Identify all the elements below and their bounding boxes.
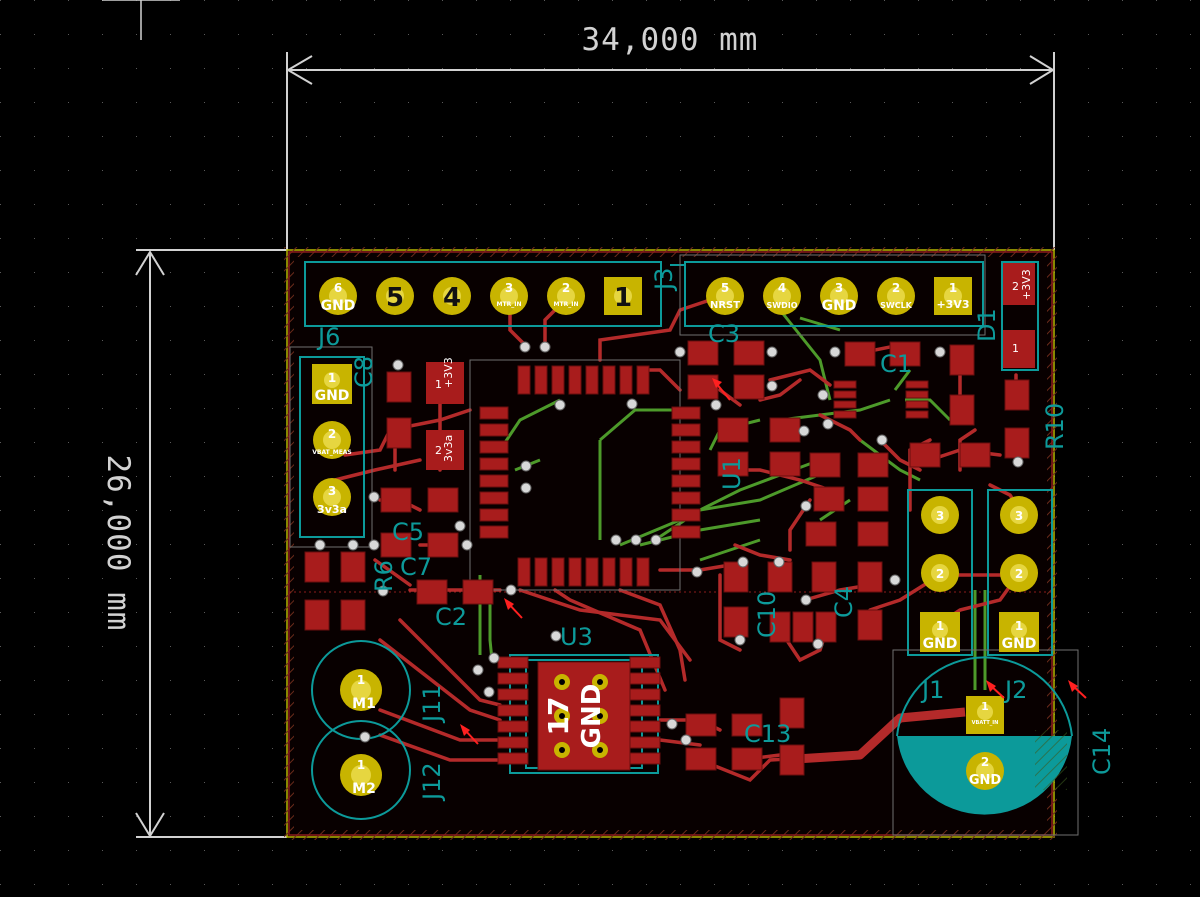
dimension-width-label: 34,000 mm [582,22,759,58]
j1-pad1-num: 1 [936,619,944,633]
dimension-width[interactable] [286,52,1055,250]
courtyard-outlines [289,254,1079,836]
j2-header[interactable]: 3 2 1 GND [999,496,1039,652]
ref-c13: C13 [744,720,791,748]
j6-pad6-num: 6 [334,281,342,295]
ref-c4: C4 [830,586,858,618]
swd-pad2-net: SWCLK [880,301,913,310]
j6-pad6-net: GND [321,298,356,314]
u3-pad17-num: 17 [542,697,575,736]
ref-j1: J1 [920,676,944,704]
origin-crosshair-icon [102,0,180,40]
u3-pad17-net: GND [577,684,607,749]
ref-u1: U1 [718,457,746,490]
ref-c8: C8 [350,356,378,388]
ref-c1: C1 [880,350,912,378]
swd-pad3-num: 3 [835,281,843,295]
left-pad1-net: GND [315,388,350,404]
m2-pad-net: M2 [352,781,376,797]
ref-c5: C5 [392,518,424,546]
d1-pads[interactable]: 2 +3V3 1 [1003,263,1035,368]
left-header[interactable]: 1 GND 2 VBAT_MEAS 3 3v3a [312,364,352,516]
j6-pad2-net: MTR_IN [554,301,579,308]
ref-j3: J3 [650,268,678,292]
c14-pad1-net: VBATT_IN [972,720,999,726]
j1-pad2-num: 2 [936,567,944,581]
ref-c7: C7 [400,553,432,581]
j6-pad4-num: 4 [443,283,461,313]
j2-pad1-net: GND [1002,636,1037,652]
c8-pads[interactable]: 1 +3V3 2 3v3a [426,357,464,470]
ref-d1: D1 [973,308,1001,342]
j1-header[interactable]: 3 2 1 GND [920,496,960,652]
ref-c3: C3 [708,320,740,348]
c14-pad2-num: 2 [981,755,989,769]
j6-pad5-num: 5 [386,283,404,313]
u3-thermal-vias [554,674,608,758]
swd-pad3-net: GND [822,298,857,314]
ref-c14: C14 [1088,728,1116,775]
j2-pad3-num: 3 [1015,509,1023,523]
ref-r10: R10 [1041,403,1069,450]
vias [314,341,1024,746]
swd-pad5-num: 5 [721,281,729,295]
c14-pad1-num: 1 [981,700,989,713]
d1-pad2-net: +3V3 [1020,269,1033,300]
j6-pad2-num: 2 [562,281,570,295]
smd-pads [304,340,1030,776]
d1-pad1-num: 1 [1012,342,1019,355]
dimension-height-label: 26,000 mm [100,455,136,632]
left-pad3-num: 3 [328,484,336,498]
swd-pad4-num: 4 [778,281,786,295]
left-pad3-net: 3v3a [317,503,347,516]
d1-pad2-num: 2 [1012,280,1019,293]
j1-pad3-num: 3 [936,509,944,523]
m1-pad-num: 1 [357,673,365,687]
left-pad2-num: 2 [328,427,336,441]
ref-j6: J6 [316,323,340,351]
dimension-height[interactable] [135,249,287,838]
ref-j11: J11 [418,684,446,724]
swd-pad1-net: +3V3 [936,298,969,311]
motor-pads[interactable]: 1 M1 1 M2 [340,669,382,797]
swd-pad4-net: SWDIO [766,301,797,310]
j6-header[interactable]: 6 GND 5 4 3 MTR_IN 2 MTR_IN 1 [319,277,642,315]
ref-j12: J12 [418,762,446,802]
m1-pad-net: M1 [352,696,376,712]
c8-pad1-num: 1 [435,378,442,391]
swd-header[interactable]: 5 NRST 4 SWDIO 3 GND 2 SWCLK 1 +3V3 [706,277,972,315]
drc-marker-tails [463,382,1087,745]
ref-j2: J2 [1003,676,1027,704]
u3-thermal-pad[interactable] [537,661,631,771]
swd-pad5-net: NRST [710,300,740,311]
ref-u3: U3 [560,623,593,651]
c14-pads[interactable]: 1 VBATT_IN 2 GND [966,696,1004,790]
c8-pad2-num: 2 [435,444,442,457]
left-pad2-net: VBAT_MEAS [312,449,352,456]
j6-pad3-net: MTR_IN [497,301,522,308]
c8-pad2-net: 3v3a [442,435,455,462]
c8-pad1-net: +3V3 [442,357,455,388]
ref-c2: C2 [435,603,467,631]
c14-pad2-net: GND [969,773,1002,788]
front-copper-wide-traces [779,707,966,765]
left-pad1-num: 1 [328,371,336,385]
j6-pad1-num: 1 [614,283,632,313]
m2-pad-num: 1 [357,758,365,772]
j6-pad3-num: 3 [505,281,513,295]
ref-c10: C10 [753,591,781,638]
j2-pad1-num: 1 [1015,619,1023,633]
silkscreen-labels: J6 J3 C8 C5 C7 R6 C2 U3 J11 J12 J1 J2 C1… [316,268,1116,802]
swd-pad1-num: 1 [949,281,957,295]
swd-pad2-num: 2 [892,281,900,295]
j2-pad2-num: 2 [1015,567,1023,581]
j1-pad1-net: GND [923,636,958,652]
ref-r6: R6 [370,560,398,592]
